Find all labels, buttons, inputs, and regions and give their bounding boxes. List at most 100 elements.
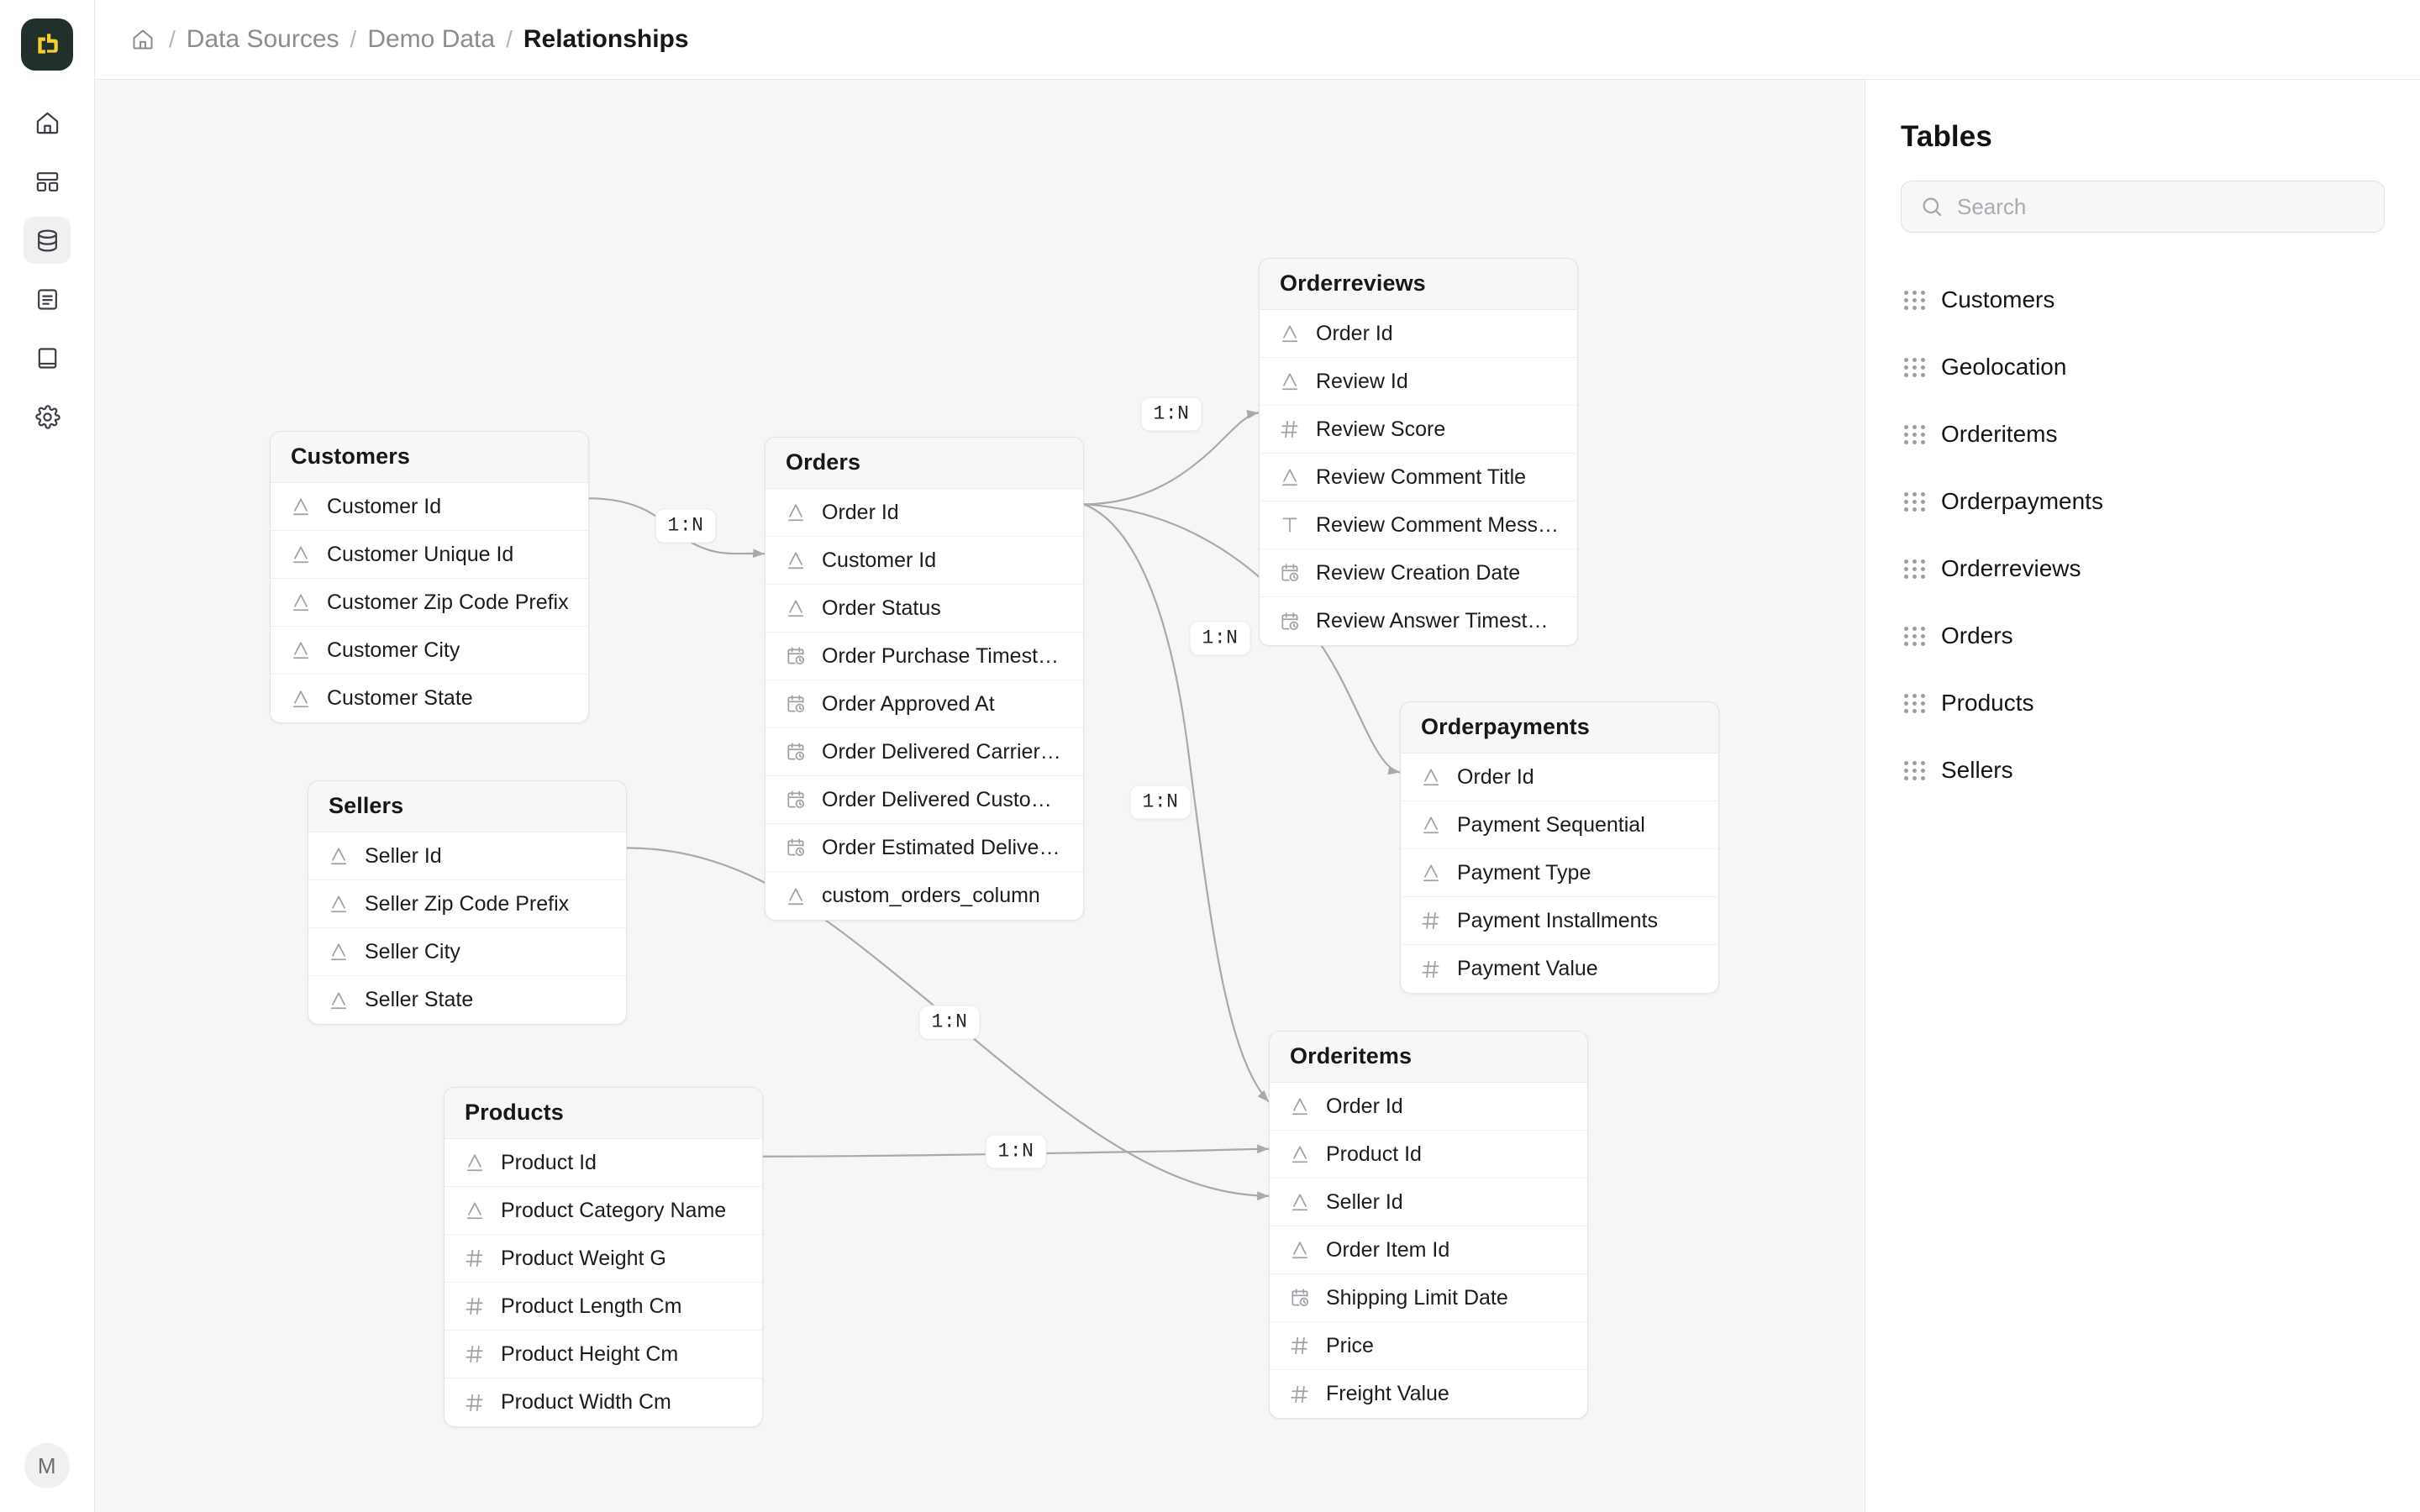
- table-column-row[interactable]: Product Weight G: [445, 1235, 762, 1283]
- sidebar-item-home[interactable]: [24, 99, 71, 146]
- drag-handle-icon[interactable]: [1904, 356, 1925, 378]
- table-column-row[interactable]: Customer Id: [271, 483, 588, 531]
- table-list-item[interactable]: Orderreviews: [1901, 535, 2385, 602]
- cardinality-badge[interactable]: 1:N: [1189, 621, 1251, 656]
- number-type-icon: [463, 1342, 487, 1366]
- table-column-label: Customer Zip Code Prefix: [327, 590, 569, 614]
- table-column-row[interactable]: Order Delivered Carrier Date: [765, 728, 1083, 776]
- table-list-item[interactable]: Sellers: [1901, 737, 2385, 804]
- sidebar-item-settings[interactable]: [24, 393, 71, 440]
- sidebar-item-library[interactable]: [24, 334, 71, 381]
- drag-handle-icon[interactable]: [1904, 625, 1925, 647]
- table-column-row[interactable]: Customer State: [271, 675, 588, 722]
- table-column-row[interactable]: Review Comment Message: [1260, 501, 1577, 549]
- cardinality-badge[interactable]: 1:N: [985, 1134, 1047, 1169]
- number-type-icon: [1419, 958, 1443, 981]
- table-column-row[interactable]: Product Category Name: [445, 1187, 762, 1235]
- table-column-label: Customer Unique Id: [327, 542, 514, 566]
- drag-handle-icon[interactable]: [1904, 558, 1925, 580]
- string-type-icon: [327, 892, 350, 916]
- table-column-row[interactable]: Review Id: [1260, 358, 1577, 406]
- table-column-row[interactable]: Shipping Limit Date: [1270, 1274, 1587, 1322]
- table-list-item[interactable]: Orderitems: [1901, 401, 2385, 468]
- table-column-row[interactable]: Review Creation Date: [1260, 549, 1577, 597]
- table-column-row[interactable]: Price: [1270, 1322, 1587, 1370]
- drag-handle-icon[interactable]: [1904, 491, 1925, 512]
- table-column-row[interactable]: Payment Installments: [1401, 897, 1718, 945]
- table-column-row[interactable]: Product Width Cm: [445, 1378, 762, 1426]
- table-column-label: Payment Installments: [1457, 908, 1658, 932]
- table-column-row[interactable]: Product Id: [1270, 1131, 1587, 1179]
- sidebar-item-documents[interactable]: [24, 276, 71, 323]
- table-column-row[interactable]: Customer Id: [765, 537, 1083, 585]
- document-icon: [34, 286, 60, 312]
- cardinality-badge[interactable]: 1:N: [918, 1005, 981, 1040]
- table-column-label: Review Answer Timestamp: [1316, 609, 1559, 633]
- table-column-row[interactable]: Product Height Cm: [445, 1331, 762, 1378]
- table-column-row[interactable]: Product Length Cm: [445, 1283, 762, 1331]
- table-list-item[interactable]: Orders: [1901, 602, 2385, 669]
- table-column-row[interactable]: Seller Id: [308, 832, 626, 880]
- table-column-label: Customer City: [327, 638, 460, 662]
- table-list-item[interactable]: Customers: [1901, 266, 2385, 333]
- table-column-row[interactable]: Review Score: [1260, 406, 1577, 454]
- cardinality-badge[interactable]: 1:N: [655, 508, 717, 543]
- table-list-item[interactable]: Products: [1901, 669, 2385, 737]
- sidebar-item-data-sources[interactable]: [24, 217, 71, 264]
- table-column-row[interactable]: Seller Zip Code Prefix: [308, 880, 626, 928]
- table-column-row[interactable]: Payment Type: [1401, 849, 1718, 897]
- table-column-row[interactable]: Seller City: [308, 928, 626, 976]
- table-column-row[interactable]: Order Purchase Timestamp: [765, 633, 1083, 680]
- table-column-row[interactable]: Order Id: [1401, 753, 1718, 801]
- table-list-item[interactable]: Geolocation: [1901, 333, 2385, 401]
- app-logo[interactable]: [21, 18, 73, 71]
- table-column-row[interactable]: Customer Zip Code Prefix: [271, 579, 588, 627]
- table-column-row[interactable]: Order Item Id: [1270, 1226, 1587, 1274]
- table-column-row[interactable]: Order Estimated Delivery D...: [765, 824, 1083, 872]
- drag-handle-icon[interactable]: [1904, 423, 1925, 445]
- table-column-row[interactable]: Order Id: [765, 489, 1083, 537]
- table-column-row[interactable]: Seller State: [308, 976, 626, 1024]
- breadcrumb-item-demo-data[interactable]: Demo Data: [367, 25, 496, 53]
- drag-handle-icon[interactable]: [1904, 692, 1925, 714]
- table-column-row[interactable]: Review Comment Title: [1260, 454, 1577, 501]
- table-column-row[interactable]: Customer City: [271, 627, 588, 675]
- string-type-icon: [1288, 1142, 1312, 1166]
- table-list-item-label: Orders: [1941, 622, 2013, 648]
- cardinality-badge[interactable]: 1:N: [1140, 396, 1202, 432]
- table-column-row[interactable]: Seller Id: [1270, 1179, 1587, 1226]
- drag-handle-icon[interactable]: [1904, 759, 1925, 781]
- table-column-row[interactable]: Order Id: [1270, 1083, 1587, 1131]
- table-column-row[interactable]: Order Id: [1260, 310, 1577, 358]
- breadcrumb-home-icon[interactable]: [131, 28, 158, 51]
- string-type-icon: [327, 844, 350, 868]
- table-column-row[interactable]: Product Id: [445, 1139, 762, 1187]
- table-column-row[interactable]: Order Delivered Customer ...: [765, 776, 1083, 824]
- search-input[interactable]: [1957, 193, 2365, 220]
- table-column-row[interactable]: Customer Unique Id: [271, 531, 588, 579]
- table-column-row[interactable]: Review Answer Timestamp: [1260, 597, 1577, 645]
- book-icon: [34, 345, 60, 371]
- breadcrumb-item-data-sources[interactable]: Data Sources: [186, 25, 339, 53]
- table-column-row[interactable]: Order Approved At: [765, 680, 1083, 728]
- table-column-row[interactable]: Order Status: [765, 585, 1083, 633]
- table-column-row[interactable]: Payment Value: [1401, 945, 1718, 993]
- drag-handle-icon[interactable]: [1904, 289, 1925, 311]
- cardinality-badge[interactable]: 1:N: [1129, 785, 1192, 820]
- table-column-label: Order Id: [1316, 321, 1393, 345]
- table-list-item[interactable]: Orderpayments: [1901, 468, 2385, 535]
- table-column-row[interactable]: custom_orders_column: [765, 872, 1083, 920]
- table-column-row[interactable]: Payment Sequential: [1401, 801, 1718, 849]
- search-box[interactable]: [1901, 181, 2385, 233]
- sidebar-item-dashboards[interactable]: [24, 158, 71, 205]
- avatar[interactable]: M: [24, 1443, 70, 1488]
- table-column-row[interactable]: Freight Value: [1270, 1370, 1587, 1418]
